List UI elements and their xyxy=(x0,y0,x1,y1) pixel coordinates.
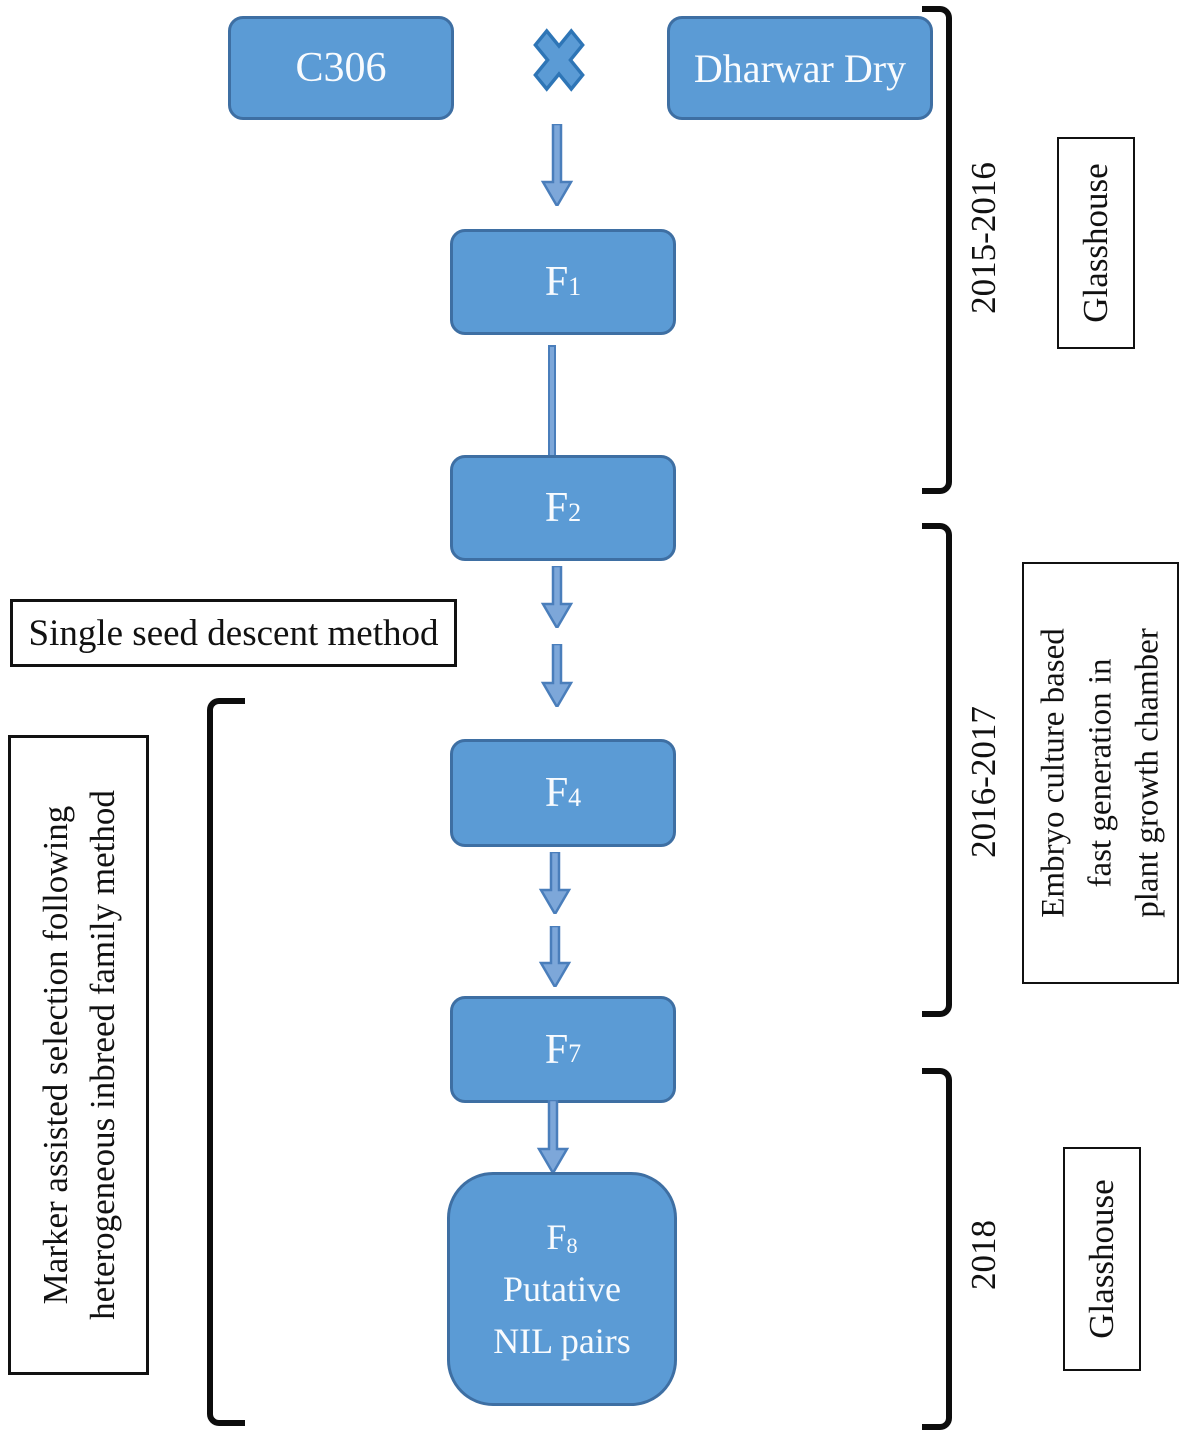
subscript: 2 xyxy=(568,497,582,527)
cross-icon xyxy=(533,28,585,92)
embryo-culture-box: Embryo culture based fast generation in … xyxy=(1022,562,1179,984)
mas-label-line1: Marker assisted selection following xyxy=(35,805,75,1305)
year-label-2018: 2018 xyxy=(964,1220,1003,1290)
subscript: 7 xyxy=(568,1039,582,1069)
embryo-line1: Embryo culture based xyxy=(1035,628,1071,918)
down-arrow-3 xyxy=(540,644,574,707)
glasshouse-box-top: Glasshouse xyxy=(1057,137,1135,349)
final-box-line2: Putative xyxy=(503,1269,621,1309)
bracket-2016-2017 xyxy=(922,523,952,1017)
down-arrow-2 xyxy=(540,566,574,628)
down-arrow-6 xyxy=(536,1100,570,1173)
single-seed-descent-label: Single seed descent method xyxy=(10,599,457,667)
final-box-line3: NIL pairs xyxy=(493,1321,631,1361)
embryo-line3: plant growth chamber xyxy=(1129,628,1165,918)
subscript: 4 xyxy=(568,782,582,812)
embryo-line2: fast generation in xyxy=(1082,658,1118,888)
year-label-2015-2016: 2015-2016 xyxy=(964,162,1003,314)
down-arrow-4 xyxy=(538,852,572,914)
glasshouse-box-bottom: Glasshouse xyxy=(1063,1147,1141,1371)
parent-label: Dharwar Dry xyxy=(693,45,907,91)
mas-label-line2: heterogeneous inbreed family method xyxy=(82,790,122,1320)
subscript: 1 xyxy=(568,271,582,301)
down-arrow-1 xyxy=(540,124,574,206)
year-label-2016-2017: 2016-2017 xyxy=(964,706,1003,858)
parent-box-dharwar-dry: Dharwar Dry xyxy=(667,16,933,120)
bracket-2015-2016 xyxy=(922,6,952,494)
parent-label: C306 xyxy=(295,45,387,91)
down-arrow-5 xyxy=(538,926,572,987)
bracket-2018 xyxy=(922,1068,952,1430)
subscript: 8 xyxy=(566,1232,578,1258)
parent-box-c306: C306 xyxy=(228,16,454,120)
marker-assisted-selection-label: Marker assisted selection following hete… xyxy=(8,735,149,1375)
left-bracket-mas-span xyxy=(207,698,245,1426)
connector-line-f1-f2 xyxy=(548,345,556,457)
